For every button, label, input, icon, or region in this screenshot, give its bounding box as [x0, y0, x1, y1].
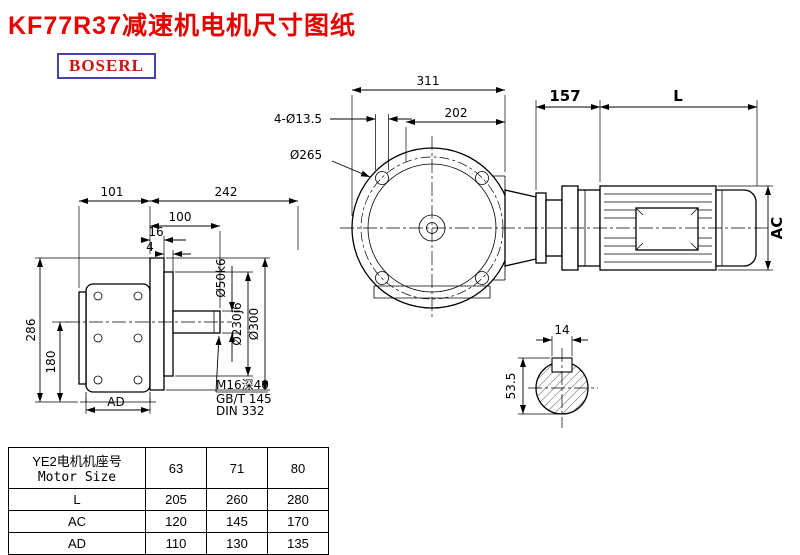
page-title: KF77R37减速机电机尺寸图纸 [8, 12, 356, 40]
table-header-cell: YE2电机机座号 Motor Size [8, 447, 146, 489]
table-row-AC: AC 120 145 170 [8, 510, 329, 533]
cell-AC-71: 145 [206, 510, 268, 533]
row-label-AC: AC [8, 510, 146, 533]
note-thread: M16深40 [216, 378, 269, 392]
dia-flange-label: Ø300 [247, 308, 261, 340]
dim-4-label: 4 [146, 240, 154, 254]
dia-shaft-label: Ø50k6 [214, 258, 228, 297]
cell-AD-71: 130 [206, 532, 268, 555]
dim-286-label: 286 [24, 319, 38, 342]
dim-L-label: L [673, 87, 683, 105]
table-row-AD: AD 110 130 135 [8, 532, 329, 555]
cell-L-80: 280 [267, 488, 329, 511]
motor-size-table: YE2电机机座号 Motor Size 63 71 80 L 205 260 2… [8, 447, 329, 555]
side-view: 101 242 100 16 4 286 180 [24, 185, 299, 418]
dim-157-label: 157 [549, 87, 580, 105]
dim-311-label: 311 [417, 74, 440, 88]
row-label-AD: AD [8, 532, 146, 555]
note-gbt: GB/T 145 [216, 392, 272, 406]
table-row-L: L 205 260 280 [8, 488, 329, 511]
dim-242-label: 242 [215, 185, 238, 199]
front-view: 311 202 4-Ø13.5 Ø265 157 L [274, 74, 786, 318]
dim-AD-label: AD [107, 395, 124, 409]
dim-101-label: 101 [101, 185, 124, 199]
bolt-holes-label: 4-Ø13.5 [274, 112, 322, 126]
cell-AC-80: 170 [267, 510, 329, 533]
motor-nameplate [635, 207, 699, 251]
dim-14-label: 14 [554, 323, 569, 337]
size-col-63: 63 [145, 447, 207, 489]
table-header-cn: YE2电机机座号 [32, 454, 122, 469]
dim-AC-label: AC [768, 217, 786, 240]
cell-AD-80: 135 [267, 532, 329, 555]
table-header-en: Motor Size [37, 470, 117, 485]
brand-logo: BOSERL [57, 53, 156, 79]
note-din: DIN 332 [216, 404, 264, 418]
dim-100-label: 100 [169, 210, 192, 224]
cell-L-71: 260 [206, 488, 268, 511]
cell-AD-63: 110 [145, 532, 207, 555]
dim-180-label: 180 [44, 351, 58, 374]
size-col-71: 71 [206, 447, 268, 489]
dim-202-label: 202 [445, 106, 468, 120]
shaft-section-view: 14 53.5 [504, 323, 598, 428]
cell-AC-63: 120 [145, 510, 207, 533]
dim-16-label: 16 [148, 225, 163, 239]
dia-265-label: Ø265 [290, 148, 322, 162]
table-header-row: YE2电机机座号 Motor Size 63 71 80 [8, 447, 329, 489]
row-label-L: L [8, 488, 146, 511]
size-col-80: 80 [267, 447, 329, 489]
dim-53-5-label: 53.5 [504, 373, 518, 400]
dia-spigot-label: Ø230j6 [230, 302, 244, 345]
cell-L-63: 205 [145, 488, 207, 511]
